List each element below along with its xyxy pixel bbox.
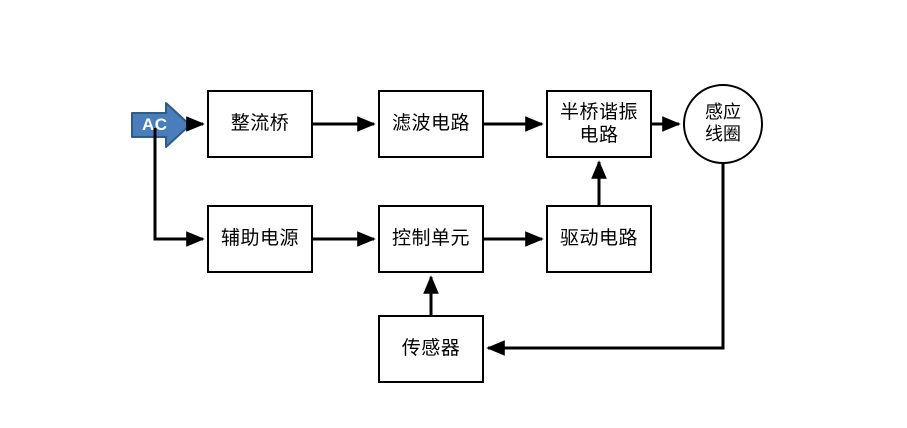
node-half-bridge-label: 半桥谐振 电路 <box>559 100 638 146</box>
node-control-unit[interactable]: 控制单元 <box>378 205 484 273</box>
node-drive-circuit-label: 驱动电路 <box>559 227 638 250</box>
node-sensor[interactable]: 传感器 <box>378 315 484 383</box>
node-filter-label: 滤波电路 <box>391 112 470 135</box>
node-filter[interactable]: 滤波电路 <box>378 90 484 158</box>
node-ac-source[interactable]: AC <box>130 100 192 150</box>
node-induction-coil-label: 感应 线圈 <box>705 102 741 145</box>
node-control-unit-label: 控制单元 <box>391 227 470 250</box>
node-rectifier[interactable]: 整流桥 <box>207 90 313 158</box>
node-drive-circuit[interactable]: 驱动电路 <box>546 205 652 273</box>
node-sensor-label: 传感器 <box>401 337 461 360</box>
node-aux-power[interactable]: 辅助电源 <box>207 205 313 273</box>
node-aux-power-label: 辅助电源 <box>220 227 299 250</box>
node-induction-coil[interactable]: 感应 线圈 <box>683 84 763 164</box>
node-half-bridge[interactable]: 半桥谐振 电路 <box>546 90 652 158</box>
node-rectifier-label: 整流桥 <box>230 112 290 135</box>
block-arrow-shape <box>131 102 191 148</box>
